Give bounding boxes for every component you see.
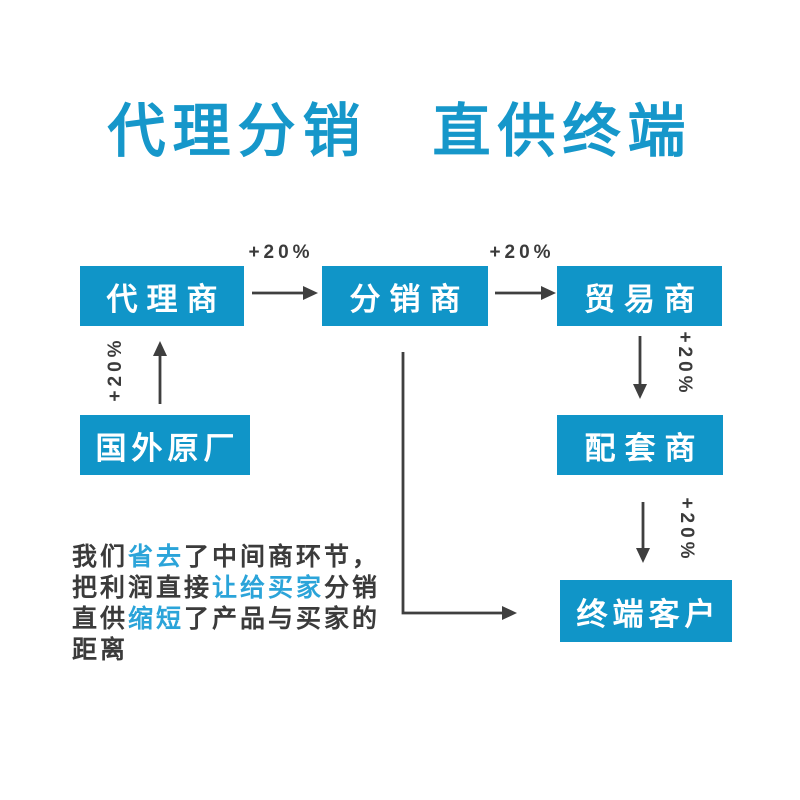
node-agent: 代理商 [80,266,244,326]
description-segment-highlight: 缩短 [128,605,185,633]
description-segment: 了产品与买家的 [184,605,381,633]
rate-label-agent-to-distributor: +20% [248,242,314,263]
node-distributor-label: 分销商 [349,281,470,317]
rate-label-distributor-to-trader: +20% [489,242,555,263]
node-supplier-label: 配套商 [584,430,705,466]
description-segment: 把利润直接 [72,574,213,602]
description-line: 距离 [72,635,417,666]
rate-label-factory-to-agent: +20% [105,336,126,402]
description-block: 我们省去了中间商环节， 把利润直接让给买家分销 直供缩短了产品与买家的 距离 [72,542,417,666]
description-segment: 直供 [72,605,129,633]
node-agent-label: 代理商 [106,281,227,317]
node-supplier: 配套商 [557,415,723,475]
description-segment: 了中间商环节， [184,543,381,571]
description-line: 直供缩短了产品与买家的 [72,604,417,635]
node-factory-label: 国外原厂 [95,430,240,466]
node-trader: 贸易商 [557,266,722,326]
description-segment: 距离 [72,636,129,664]
node-distributor: 分销商 [322,266,488,326]
node-trader-label: 贸易商 [584,281,704,317]
rate-label-supplier-to-end-customer: +20% [676,497,697,563]
rate-label-trader-to-supplier: +20% [674,331,695,397]
description-segment-highlight: 省去 [128,543,185,571]
page-title: 代理分销 直供终端 [107,99,693,164]
description-line: 把利润直接让给买家分销 [72,573,417,604]
description-segment-highlight: 让给买家 [212,574,325,602]
description-line: 我们省去了中间商环节， [72,542,417,573]
description-segment: 分销 [324,574,381,602]
node-end-customer: 终端客户 [560,580,732,642]
node-end-customer-label: 终端客户 [576,596,721,632]
arrow-distributor-to-end-customer [401,352,517,620]
node-factory: 国外原厂 [80,415,250,475]
description-segment: 我们 [72,543,129,571]
